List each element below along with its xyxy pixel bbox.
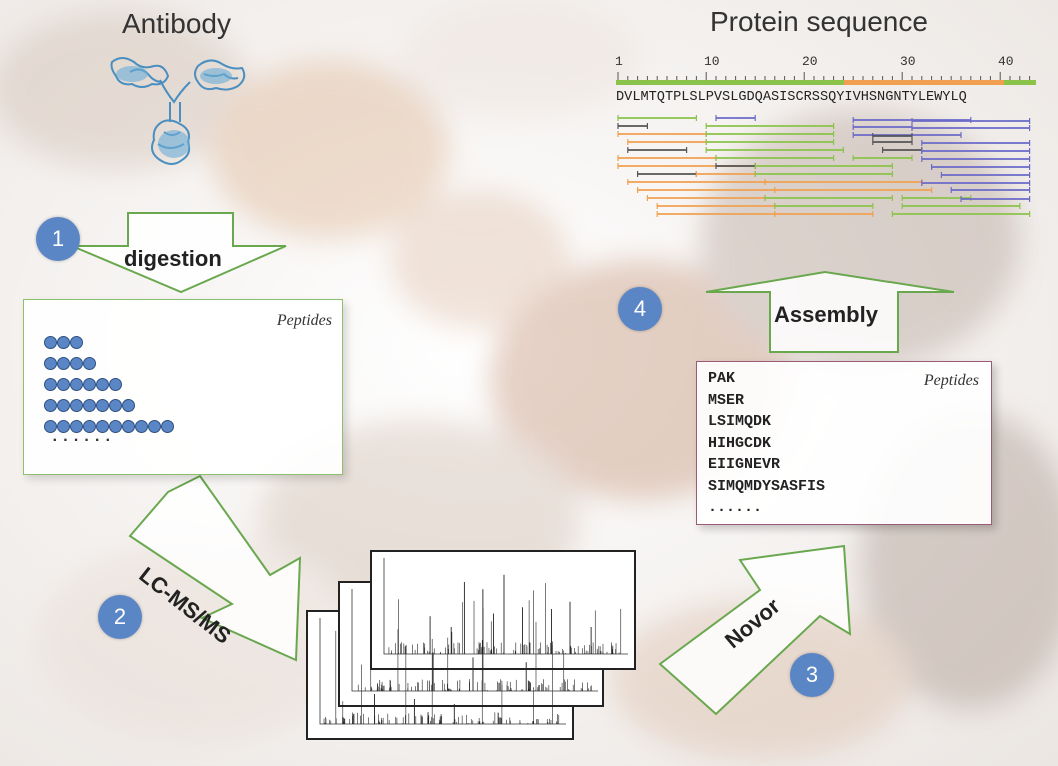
ruler-tick-40: 40 <box>998 54 1014 69</box>
bead-ellipsis: ...... <box>50 428 114 446</box>
antibody-icon <box>110 57 246 165</box>
step-1-badge: 1 <box>36 217 80 261</box>
amino-acid-bead <box>44 378 57 391</box>
amino-acid-bead <box>96 420 109 433</box>
bead-row <box>44 395 174 416</box>
peptide-item: PAK <box>708 370 736 387</box>
digestion-label: digestion <box>124 246 222 271</box>
assembly-label: Assembly <box>774 302 878 327</box>
lcms-arrow <box>128 474 302 662</box>
sequence-ruler <box>616 72 1036 85</box>
amino-acid-bead <box>135 420 148 433</box>
digestion-arrow <box>71 212 287 294</box>
amino-acid-bead <box>109 420 122 433</box>
amino-acid-bead <box>57 357 70 370</box>
ruler-tick-30: 30 <box>900 54 916 69</box>
step-3-badge: 3 <box>790 653 834 697</box>
protein-sequence-title: Protein sequence <box>710 6 928 37</box>
amino-acid-bead <box>96 378 109 391</box>
amino-acid-bead <box>44 420 57 433</box>
amino-acid-bead <box>83 378 96 391</box>
protein-sequence-text: DVLMTQTPLSLPVSLGDQASISCRSSQYIVHSNGNTYLEW… <box>616 90 967 105</box>
bead-row <box>44 374 174 395</box>
bead-row <box>44 332 174 353</box>
ruler-tick-1: 1 <box>615 54 623 69</box>
amino-acid-bead <box>57 336 70 349</box>
step-4-badge: 4 <box>618 287 662 331</box>
amino-acid-bead <box>57 399 70 412</box>
peptide-item: EIIGNEVR <box>708 456 781 473</box>
bead-rows <box>44 332 174 437</box>
amino-acid-bead <box>83 420 96 433</box>
amino-acid-bead <box>148 420 161 433</box>
peptide-item: HIHGCDK <box>708 434 772 452</box>
ruler-tick-20: 20 <box>802 54 818 69</box>
amino-acid-bead <box>44 357 57 370</box>
peptides-bead-box: Peptides ...... <box>23 299 343 475</box>
amino-acid-bead <box>161 420 174 433</box>
peptide-item: MSER <box>708 391 745 409</box>
peptide-item: LSIMQDK <box>708 413 772 430</box>
amino-acid-bead <box>57 420 70 433</box>
amino-acid-bead <box>109 399 122 412</box>
amino-acid-bead <box>70 399 83 412</box>
mass-spectra <box>319 558 628 725</box>
peptides-bead-label: Peptides <box>276 312 332 329</box>
amino-acid-bead <box>57 378 70 391</box>
ruler-tick-10: 10 <box>704 54 720 69</box>
amino-acid-bead <box>70 357 83 370</box>
amino-acid-bead <box>122 399 135 412</box>
assembly-arrow <box>705 270 955 353</box>
amino-acid-bead <box>70 378 83 391</box>
peptide-list: PAK MSER LSIMQDK HIHGCDK EIIGNEVR SIMQMD… <box>708 368 825 519</box>
amino-acid-bead <box>83 357 96 370</box>
peptides-sequence-box: Peptides PAK MSER LSIMQDK HIHGCDK EIIGNE… <box>696 361 992 525</box>
amino-acid-bead <box>44 336 57 349</box>
amino-acid-bead <box>70 336 83 349</box>
peptide-ellipsis: ...... <box>708 499 763 516</box>
bead-row <box>44 353 174 374</box>
amino-acid-bead <box>122 420 135 433</box>
antibody-title: Antibody <box>122 8 231 39</box>
amino-acid-bead <box>83 399 96 412</box>
peptide-item: SIMQMDYSASFIS <box>708 477 826 495</box>
amino-acid-bead <box>70 420 83 433</box>
peptide-coverage-map <box>617 115 1031 217</box>
amino-acid-bead <box>44 399 57 412</box>
amino-acid-bead <box>109 378 122 391</box>
step-2-badge: 2 <box>98 595 142 639</box>
amino-acid-bead <box>96 399 109 412</box>
novor-arrow <box>658 544 852 716</box>
bead-row <box>44 416 174 437</box>
peptides-sequence-label: Peptides <box>923 372 979 389</box>
